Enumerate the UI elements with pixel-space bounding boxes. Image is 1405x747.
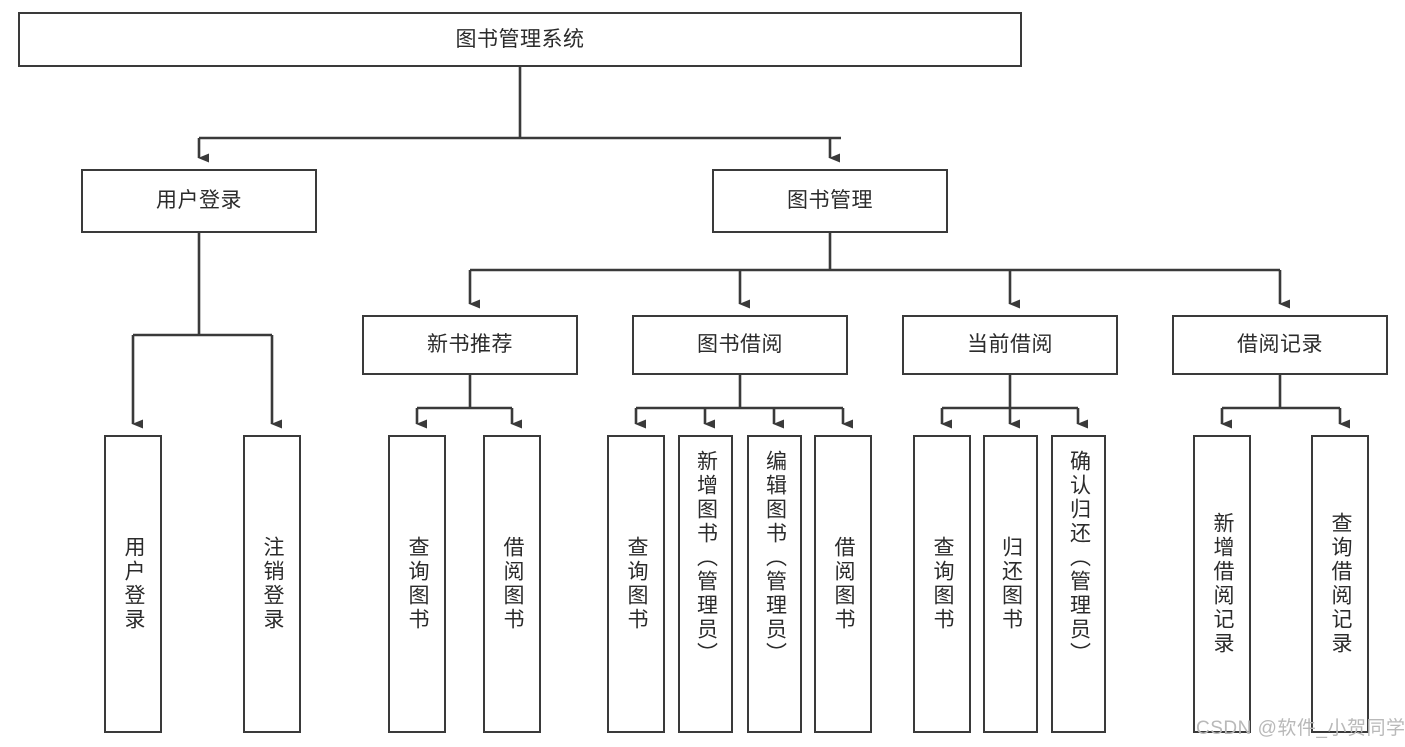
node-leaf-add-borrow-record-label: 新增借阅记录 [1211, 512, 1235, 656]
node-new-book-recommend-label: 新书推荐 [427, 333, 513, 357]
node-leaf-query-book-newbook[interactable]: 查询图书 [388, 435, 446, 733]
node-leaf-logout[interactable]: 注销登录 [243, 435, 301, 733]
node-leaf-add-borrow-record[interactable]: 新增借阅记录 [1193, 435, 1251, 733]
node-leaf-borrow-book-borrow[interactable]: 借阅图书 [814, 435, 872, 733]
node-leaf-add-book-admin-label: 新增图书（管理员） [694, 450, 718, 666]
node-borrow-records-label: 借阅记录 [1237, 333, 1323, 357]
node-book-borrow[interactable]: 图书借阅 [632, 315, 848, 375]
node-root-label: 图书管理系统 [455, 27, 585, 51]
node-current-borrow-label: 当前借阅 [967, 333, 1053, 357]
node-borrow-records[interactable]: 借阅记录 [1172, 315, 1388, 375]
node-leaf-query-borrow-record[interactable]: 查询借阅记录 [1311, 435, 1369, 733]
node-book-management-label: 图书管理 [787, 189, 873, 213]
node-leaf-logout-label: 注销登录 [261, 536, 285, 632]
node-leaf-query-book-current[interactable]: 查询图书 [913, 435, 971, 733]
node-user-login[interactable]: 用户登录 [81, 169, 317, 233]
node-leaf-borrow-book-newbook-label: 借阅图书 [501, 536, 525, 632]
node-leaf-query-book-borrow-label: 查询图书 [625, 536, 649, 632]
node-current-borrow[interactable]: 当前借阅 [902, 315, 1118, 375]
node-leaf-return-book-label: 归还图书 [999, 536, 1023, 632]
node-new-book-recommend[interactable]: 新书推荐 [362, 315, 578, 375]
csdn-watermark: CSDN @软件_小贺同学 [1196, 718, 1405, 739]
node-leaf-user-login-label: 用户登录 [122, 536, 146, 632]
node-leaf-query-book-current-label: 查询图书 [931, 536, 955, 632]
node-leaf-edit-book-admin-label: 编辑图书（管理员） [763, 450, 787, 666]
node-leaf-query-borrow-record-label: 查询借阅记录 [1329, 512, 1353, 656]
node-book-management[interactable]: 图书管理 [712, 169, 948, 233]
node-leaf-query-book-newbook-label: 查询图书 [406, 536, 430, 632]
node-leaf-add-book-admin[interactable]: 新增图书（管理员） [678, 435, 733, 733]
node-leaf-user-login[interactable]: 用户登录 [104, 435, 162, 733]
node-leaf-borrow-book-borrow-label: 借阅图书 [832, 536, 856, 632]
node-leaf-edit-book-admin[interactable]: 编辑图书（管理员） [747, 435, 802, 733]
node-leaf-confirm-return-admin-label: 确认归还（管理员） [1067, 450, 1091, 666]
node-leaf-query-book-borrow[interactable]: 查询图书 [607, 435, 665, 733]
node-leaf-return-book[interactable]: 归还图书 [983, 435, 1038, 733]
node-book-borrow-label: 图书借阅 [697, 333, 783, 357]
node-leaf-confirm-return-admin[interactable]: 确认归还（管理员） [1051, 435, 1106, 733]
node-leaf-borrow-book-newbook[interactable]: 借阅图书 [483, 435, 541, 733]
node-user-login-label: 用户登录 [156, 189, 242, 213]
node-root[interactable]: 图书管理系统 [18, 12, 1022, 67]
